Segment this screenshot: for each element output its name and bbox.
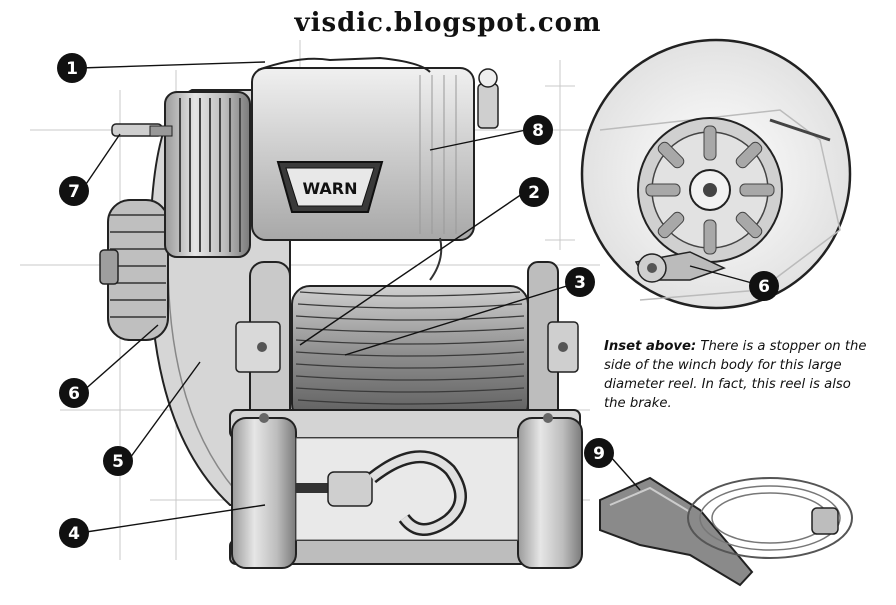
callout-badges: 1 2 3 4 5 6 7 8 xyxy=(57,53,779,548)
callout-5: 5 xyxy=(103,446,133,476)
callout-6-inset: 6 xyxy=(749,271,779,301)
callout-4: 4 xyxy=(59,518,89,548)
cable-drum xyxy=(291,285,529,423)
logo-text: WARN xyxy=(302,179,357,198)
motor: WARN xyxy=(251,56,499,281)
callout-3-label: 3 xyxy=(574,273,586,293)
motor-cable-end xyxy=(111,123,173,137)
callout-3: 3 xyxy=(565,267,595,297)
callout-2-label: 2 xyxy=(528,183,540,203)
brake-housing xyxy=(164,91,251,258)
callout-8: 8 xyxy=(523,115,553,145)
callout-1: 1 xyxy=(57,53,87,83)
callout-9-label: 9 xyxy=(593,444,605,464)
roller-fairlead xyxy=(229,409,583,569)
callout-6-inset-label: 6 xyxy=(758,277,770,297)
callout-8-label: 8 xyxy=(532,121,544,141)
inset-stopper xyxy=(634,251,726,283)
callout-1-label: 1 xyxy=(66,59,78,79)
callout-2: 2 xyxy=(519,177,549,207)
callout-7-label: 7 xyxy=(68,182,80,202)
watermark: visdic.blogspot.com xyxy=(294,8,602,38)
callout-4-label: 4 xyxy=(68,524,80,544)
leader-lines xyxy=(79,61,753,533)
clutch-knob xyxy=(99,199,169,341)
callout-7: 7 xyxy=(59,176,89,206)
callout-6-label: 6 xyxy=(68,384,80,404)
caption-text: There is a stopper on the side of the wi… xyxy=(604,339,867,411)
callout-6: 6 xyxy=(59,378,89,408)
inset-reel xyxy=(637,117,783,263)
caption-lead: Inset above: xyxy=(604,339,697,354)
callout-5-label: 5 xyxy=(112,452,124,472)
inset-view xyxy=(580,38,852,310)
inset-caption: Inset above: There is a stopper on the s… xyxy=(604,337,874,413)
callout-9: 9 xyxy=(584,438,614,468)
remote-control xyxy=(599,476,853,587)
